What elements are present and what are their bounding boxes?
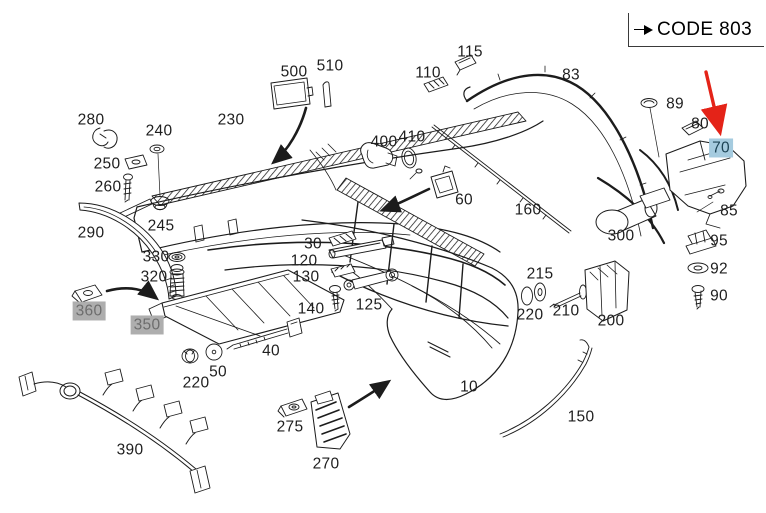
part-245-grommet [150,196,170,211]
red-arrow-to-70 [700,70,728,137]
part-label-500: 500 [280,63,308,81]
part-50-washer [205,343,223,361]
part-label-410: 410 [398,128,426,146]
part-140-screw [329,285,341,312]
part-110-clip [423,76,449,93]
part-label-50: 50 [209,363,227,381]
part-label-320: 320 [140,268,168,286]
part-label-215: 215 [526,265,554,283]
part-83-strip [463,65,655,237]
part-160-rod [431,124,572,234]
part-label-360: 360 [72,301,106,321]
part-label-85: 85 [720,202,738,220]
part-150-strip [499,339,593,438]
part-400-sensor [360,142,398,169]
part-label-230: 230 [217,111,245,129]
part-label-220: 220 [182,374,210,392]
arrow-270-to-10 [347,379,392,409]
part-label-290: 290 [77,224,105,242]
arrow-right-icon [634,24,653,35]
part-510-bracket [322,81,332,108]
part-label-30: 30 [304,235,322,253]
part-300-tailpiece [595,176,671,245]
part-90-screw [691,285,705,310]
part-label-92: 92 [710,260,728,278]
part-label-200: 200 [597,312,625,330]
part-220-disc-right [521,282,546,306]
part-label-125: 125 [355,296,383,314]
part-120-arm [328,235,395,259]
arrow-360-to-350 [105,280,160,301]
part-label-120: 120 [290,252,318,270]
arrow-500-to-bumper [271,106,308,165]
part-label-300: 300 [607,227,635,245]
part-10-lower-shell [301,219,519,400]
part-label-270: 270 [312,455,340,473]
part-label-240: 240 [145,122,173,140]
part-220-grommet-left [181,348,199,364]
part-260-screw [123,173,133,203]
part-330-washer [168,252,186,262]
part-label-115: 115 [457,43,483,61]
part-label-390: 390 [116,441,144,459]
part-label-330: 330 [142,248,170,266]
part-label-140: 140 [297,300,325,318]
part-410-ring [401,147,417,169]
line-art-root [18,54,747,494]
part-label-60: 60 [455,191,473,209]
part-label-160: 160 [514,201,542,219]
code-callout: CODE 803 [628,13,764,47]
part-label-95: 95 [710,232,728,250]
part-label-150: 150 [567,408,595,426]
part-40-bolt [226,317,303,350]
part-89-washer [640,98,660,158]
part-350-tray [148,269,345,345]
part-label-245: 245 [147,217,175,235]
part-label-510: 510 [316,57,344,75]
part-label-130: 130 [292,268,320,286]
part-label-210: 210 [552,302,580,320]
part-label-400: 400 [370,133,398,151]
part-125-arm [343,268,399,291]
part-label-70: 70 [709,138,733,158]
part-label-89: 89 [666,95,684,113]
part-label-90: 90 [710,287,728,305]
assembly-arrows [105,106,431,409]
part-label-275: 275 [276,418,304,436]
part-320-bolt [169,264,185,300]
part-92-washer [687,262,709,274]
part-250-clip [124,154,148,170]
part-label-10: 10 [460,378,478,396]
part-130-clip [330,263,356,278]
part-label-350: 350 [130,315,164,335]
part-270-flap [310,390,351,450]
part-label-220: 220 [516,306,544,324]
part-115-clip [454,54,477,76]
part-280-clip [92,127,118,149]
part-500-box [270,77,314,110]
part-30-clip [328,230,357,247]
arrow-60-to-bumper [379,187,431,213]
part-95-clip [685,229,717,255]
part-60-bracket [409,165,459,199]
part-70-bracket [639,140,747,229]
part-200-bracket [584,260,630,322]
part-85-pin [696,188,725,213]
part-label-280: 280 [77,111,105,129]
part-360-clip [71,284,103,304]
part-label-40: 40 [262,342,280,360]
part-label-250: 250 [93,155,121,173]
code-label: CODE 803 [657,18,753,40]
part-label-83: 83 [562,66,580,84]
part-275-clip [277,398,308,418]
part-label-110: 110 [415,64,441,82]
part-upper-shell [133,120,544,319]
part-label-260: 260 [94,178,122,196]
part-240-washer [149,144,165,197]
part-390-harness [18,368,211,494]
part-label-80: 80 [691,115,709,133]
